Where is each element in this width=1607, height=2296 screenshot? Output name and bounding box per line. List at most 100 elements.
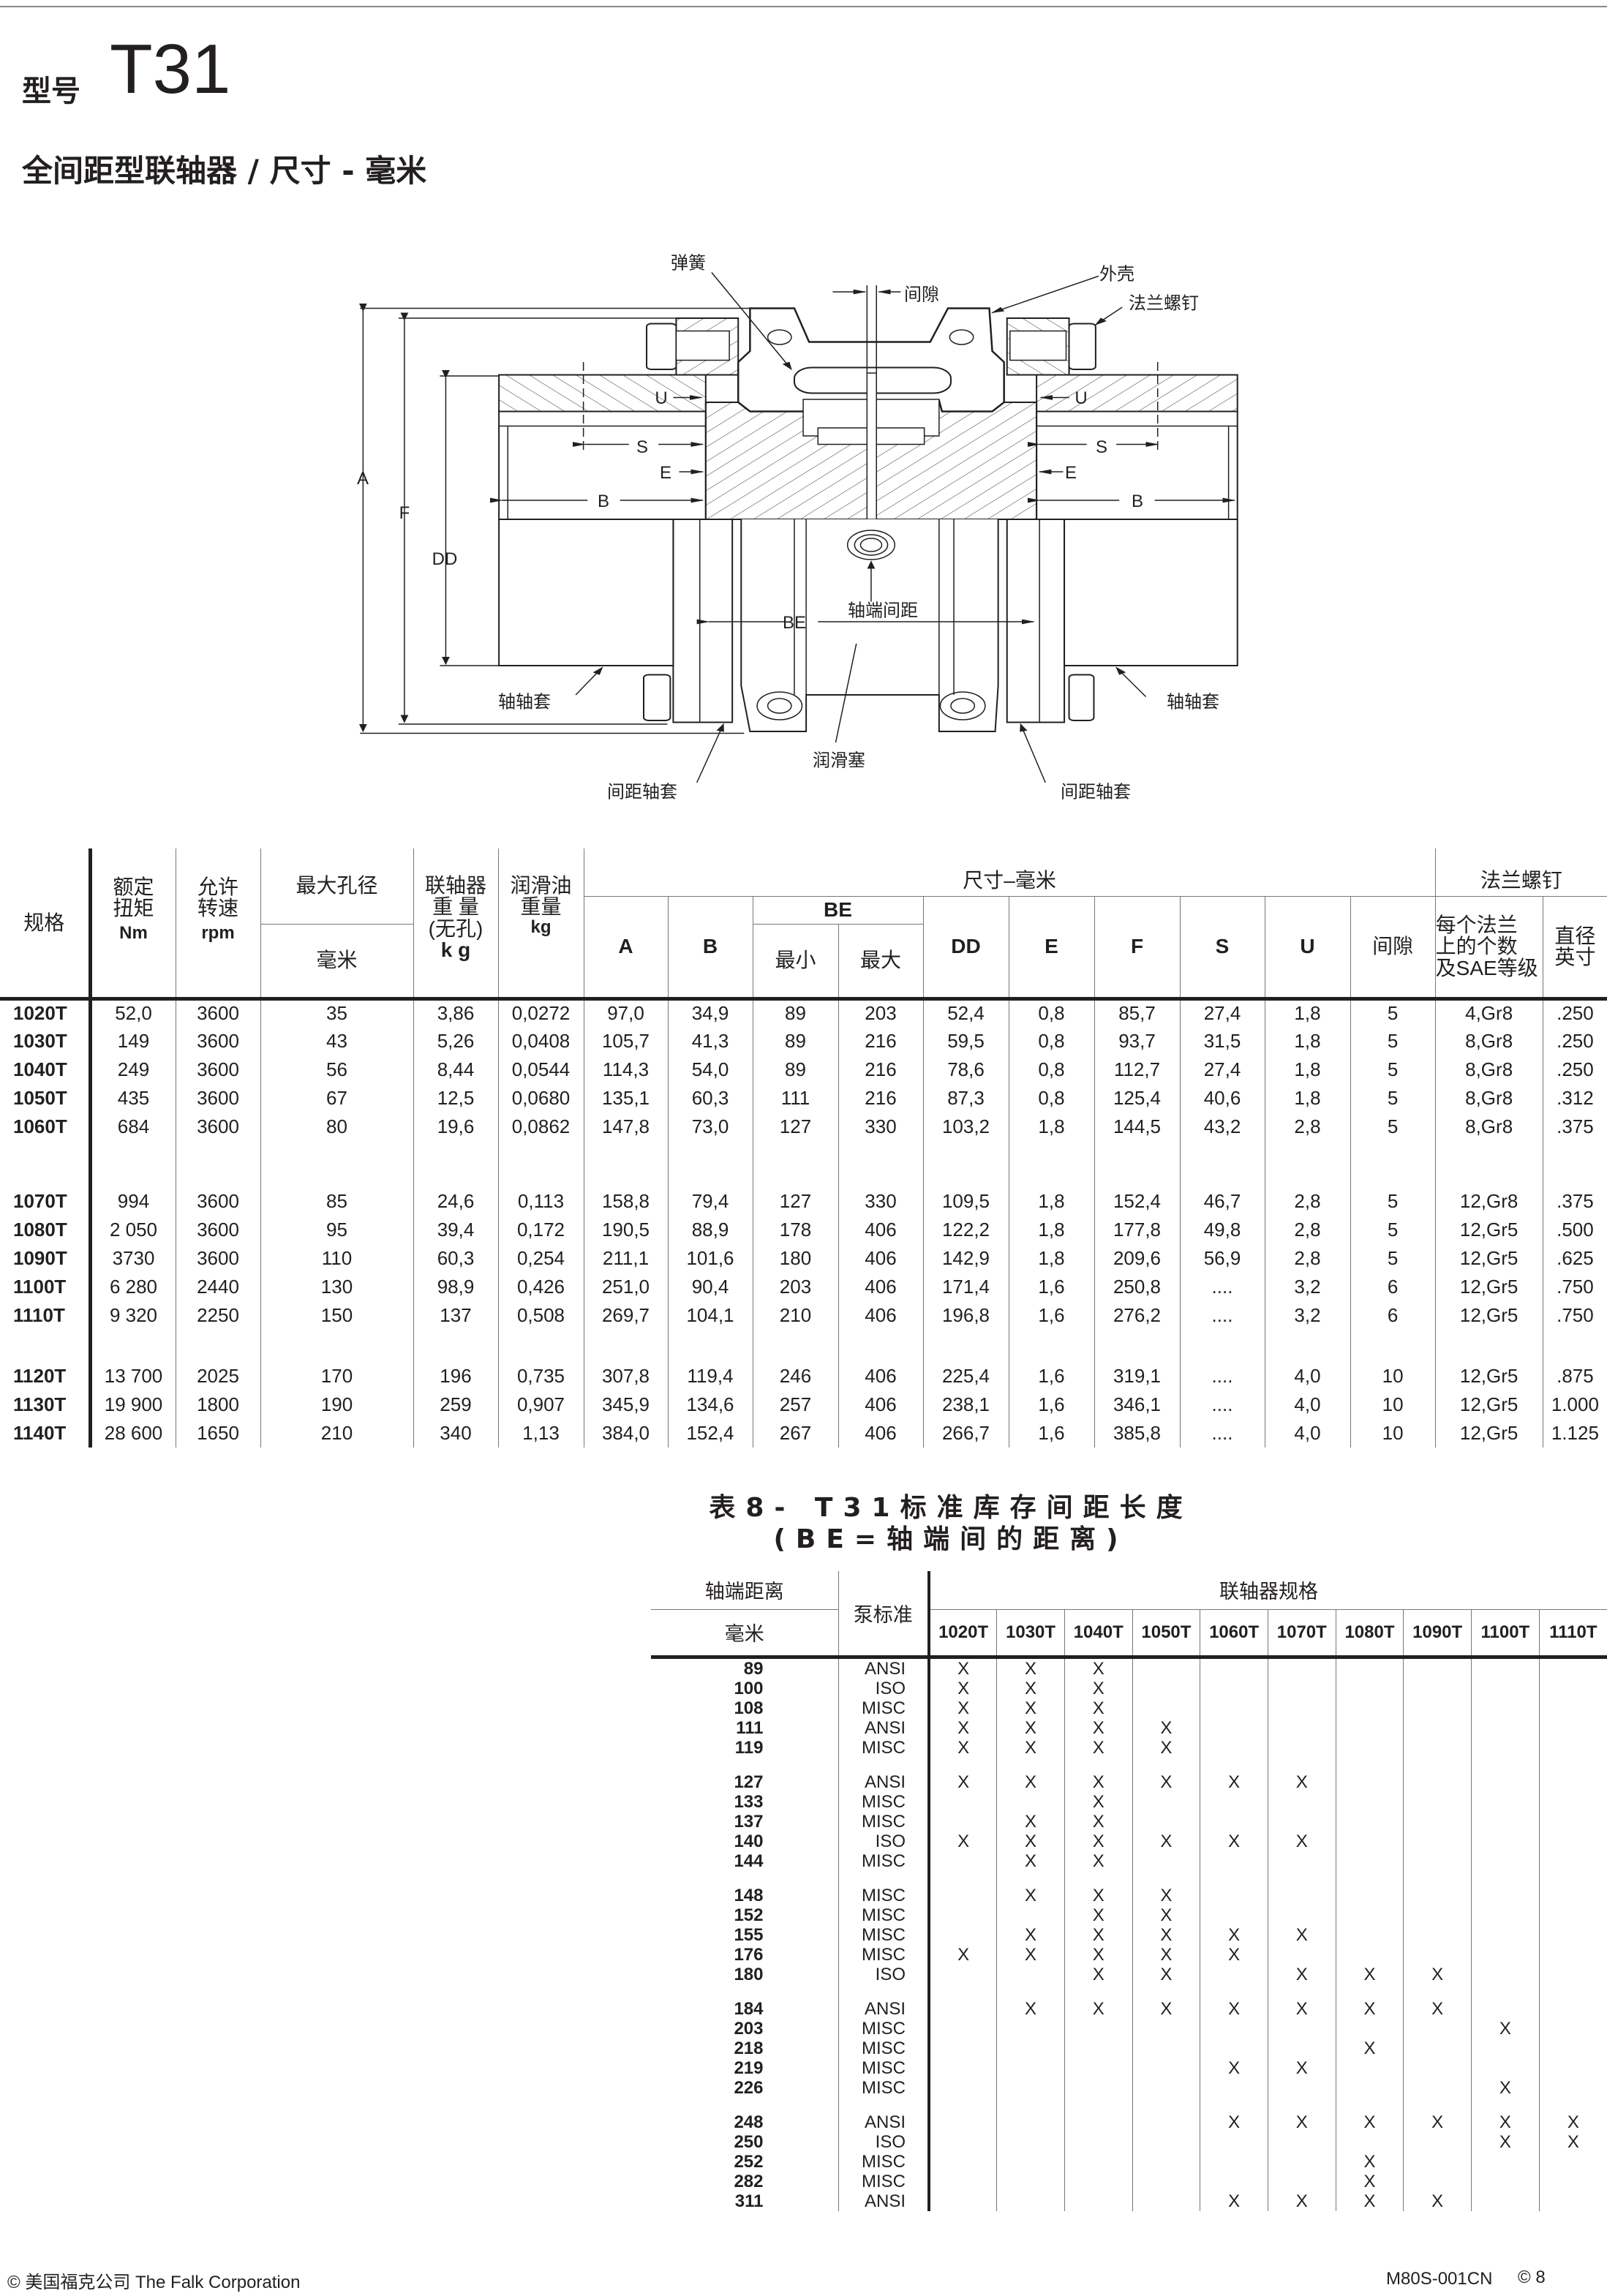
spacer-cell <box>996 2097 1065 2112</box>
value-cell: 149 <box>89 1027 176 1055</box>
value-cell: 93,7 <box>1094 1027 1180 1055</box>
availability-cell <box>1471 1657 1540 1679</box>
value-cell: 384,0 <box>583 1419 668 1448</box>
be-cell: 219 <box>734 2058 764 2078</box>
availability-cell: X <box>996 1998 1065 2019</box>
value-cell: 406 <box>838 1244 923 1273</box>
standard-cell: MISC <box>838 1791 929 1812</box>
value-cell: 85 <box>260 1187 413 1216</box>
availability-cell: X <box>1471 2131 1540 2152</box>
value-cell: 73,0 <box>667 1113 753 1141</box>
label-u-left: U <box>655 388 668 408</box>
availability-cell <box>1471 2171 1540 2191</box>
availability-cell <box>1200 1737 1268 1758</box>
value-cell: 158,8 <box>583 1187 668 1216</box>
be-cell: 119 <box>734 1737 764 1758</box>
availability-cell: X <box>1200 1998 1268 2019</box>
spacer-cell <box>996 1984 1065 1999</box>
availability-cell <box>1471 1698 1540 1718</box>
availability-cell <box>1267 1791 1336 1812</box>
availability-cell <box>1335 1791 1404 1812</box>
standard-cell: MISC <box>838 1698 929 1718</box>
top-rule <box>0 6 1607 7</box>
availability-cell <box>1538 1772 1607 1792</box>
spacer-cell <box>583 1330 668 1362</box>
availability-cell <box>1132 2131 1200 2152</box>
standard-cell: ISO <box>838 2131 929 2152</box>
value-cell: 5 <box>1350 1055 1436 1084</box>
size-column-header: 1090T <box>1403 1609 1472 1659</box>
value-cell: 137 <box>413 1301 498 1330</box>
standard-cell: MISC <box>838 1924 929 1945</box>
spacer-cell <box>1267 1984 1336 1999</box>
spacer-cell <box>260 1330 413 1362</box>
availability-cell <box>996 1905 1065 1925</box>
value-cell: 0,0272 <box>497 998 584 1027</box>
value-cell: 307,8 <box>583 1362 668 1390</box>
size-cell: 1110T <box>0 1301 92 1330</box>
standard-cell: MISC <box>838 2058 929 2078</box>
availability-cell <box>1267 1905 1336 1925</box>
availability-cell: X <box>1200 2112 1268 2132</box>
value-cell: 2,8 <box>1264 1216 1350 1244</box>
availability-cell <box>1064 2191 1133 2211</box>
value-cell: 1,8 <box>1264 1055 1350 1084</box>
availability-cell: X <box>1064 1657 1133 1679</box>
availability-cell: X <box>1132 1772 1200 1792</box>
availability-cell <box>1335 2058 1404 2078</box>
value-cell: 6 280 <box>89 1273 176 1301</box>
col-u: U <box>1264 896 1350 1001</box>
availability-cell <box>1064 2038 1133 2058</box>
be-cell: 218 <box>734 2038 764 2058</box>
size-column-header: 1040T <box>1064 1609 1133 1659</box>
value-cell: 150 <box>260 1301 413 1330</box>
be-cell: 176 <box>734 1944 764 1965</box>
value-cell: 346,1 <box>1094 1390 1180 1419</box>
value-cell: 49,8 <box>1179 1216 1265 1244</box>
value-cell: 0,426 <box>497 1273 584 1301</box>
availability-cell <box>1200 1678 1268 1698</box>
availability-cell: X <box>1064 1791 1133 1812</box>
size-cell: 1100T <box>0 1273 92 1301</box>
spacer-cell <box>1403 1984 1472 1999</box>
size-cell: 1050T <box>0 1084 92 1113</box>
value-cell: 1,8 <box>1008 1187 1094 1216</box>
t8-sizes-title: 联轴器规格 <box>927 1571 1607 1610</box>
availability-cell <box>1538 1717 1607 1738</box>
size-cell: 1090T <box>0 1244 92 1273</box>
spacer-cell <box>413 1141 498 1187</box>
availability-cell <box>1471 1998 1540 2019</box>
be-cell: 111 <box>736 1717 764 1738</box>
value-cell: 52,4 <box>922 998 1009 1027</box>
availability-cell <box>996 1964 1065 1984</box>
value-cell: 5 <box>1350 998 1436 1027</box>
spacer-cell <box>838 1141 923 1187</box>
value-cell: .250 <box>1542 1027 1607 1055</box>
value-cell: 1,6 <box>1008 1390 1094 1419</box>
availability-cell <box>1132 2018 1200 2039</box>
bolts-group-header: 法兰螺钉 <box>1434 848 1607 897</box>
size-column-header: 1070T <box>1267 1609 1336 1659</box>
value-cell: 1800 <box>175 1390 260 1419</box>
value-cell: 246 <box>752 1362 838 1390</box>
availability-cell <box>1471 1905 1540 1925</box>
availability-cell <box>1064 2112 1133 2132</box>
availability-cell: X <box>927 1678 997 1698</box>
value-cell: .... <box>1179 1273 1265 1301</box>
standard-cell: MISC <box>838 1851 929 1871</box>
value-cell: 2,8 <box>1264 1244 1350 1273</box>
availability-cell <box>1200 2131 1268 2152</box>
availability-cell <box>1132 1791 1200 1812</box>
availability-cell <box>1200 2077 1268 2098</box>
availability-cell <box>1471 1851 1540 1871</box>
availability-cell <box>1132 2171 1200 2191</box>
availability-cell <box>1132 2112 1200 2132</box>
